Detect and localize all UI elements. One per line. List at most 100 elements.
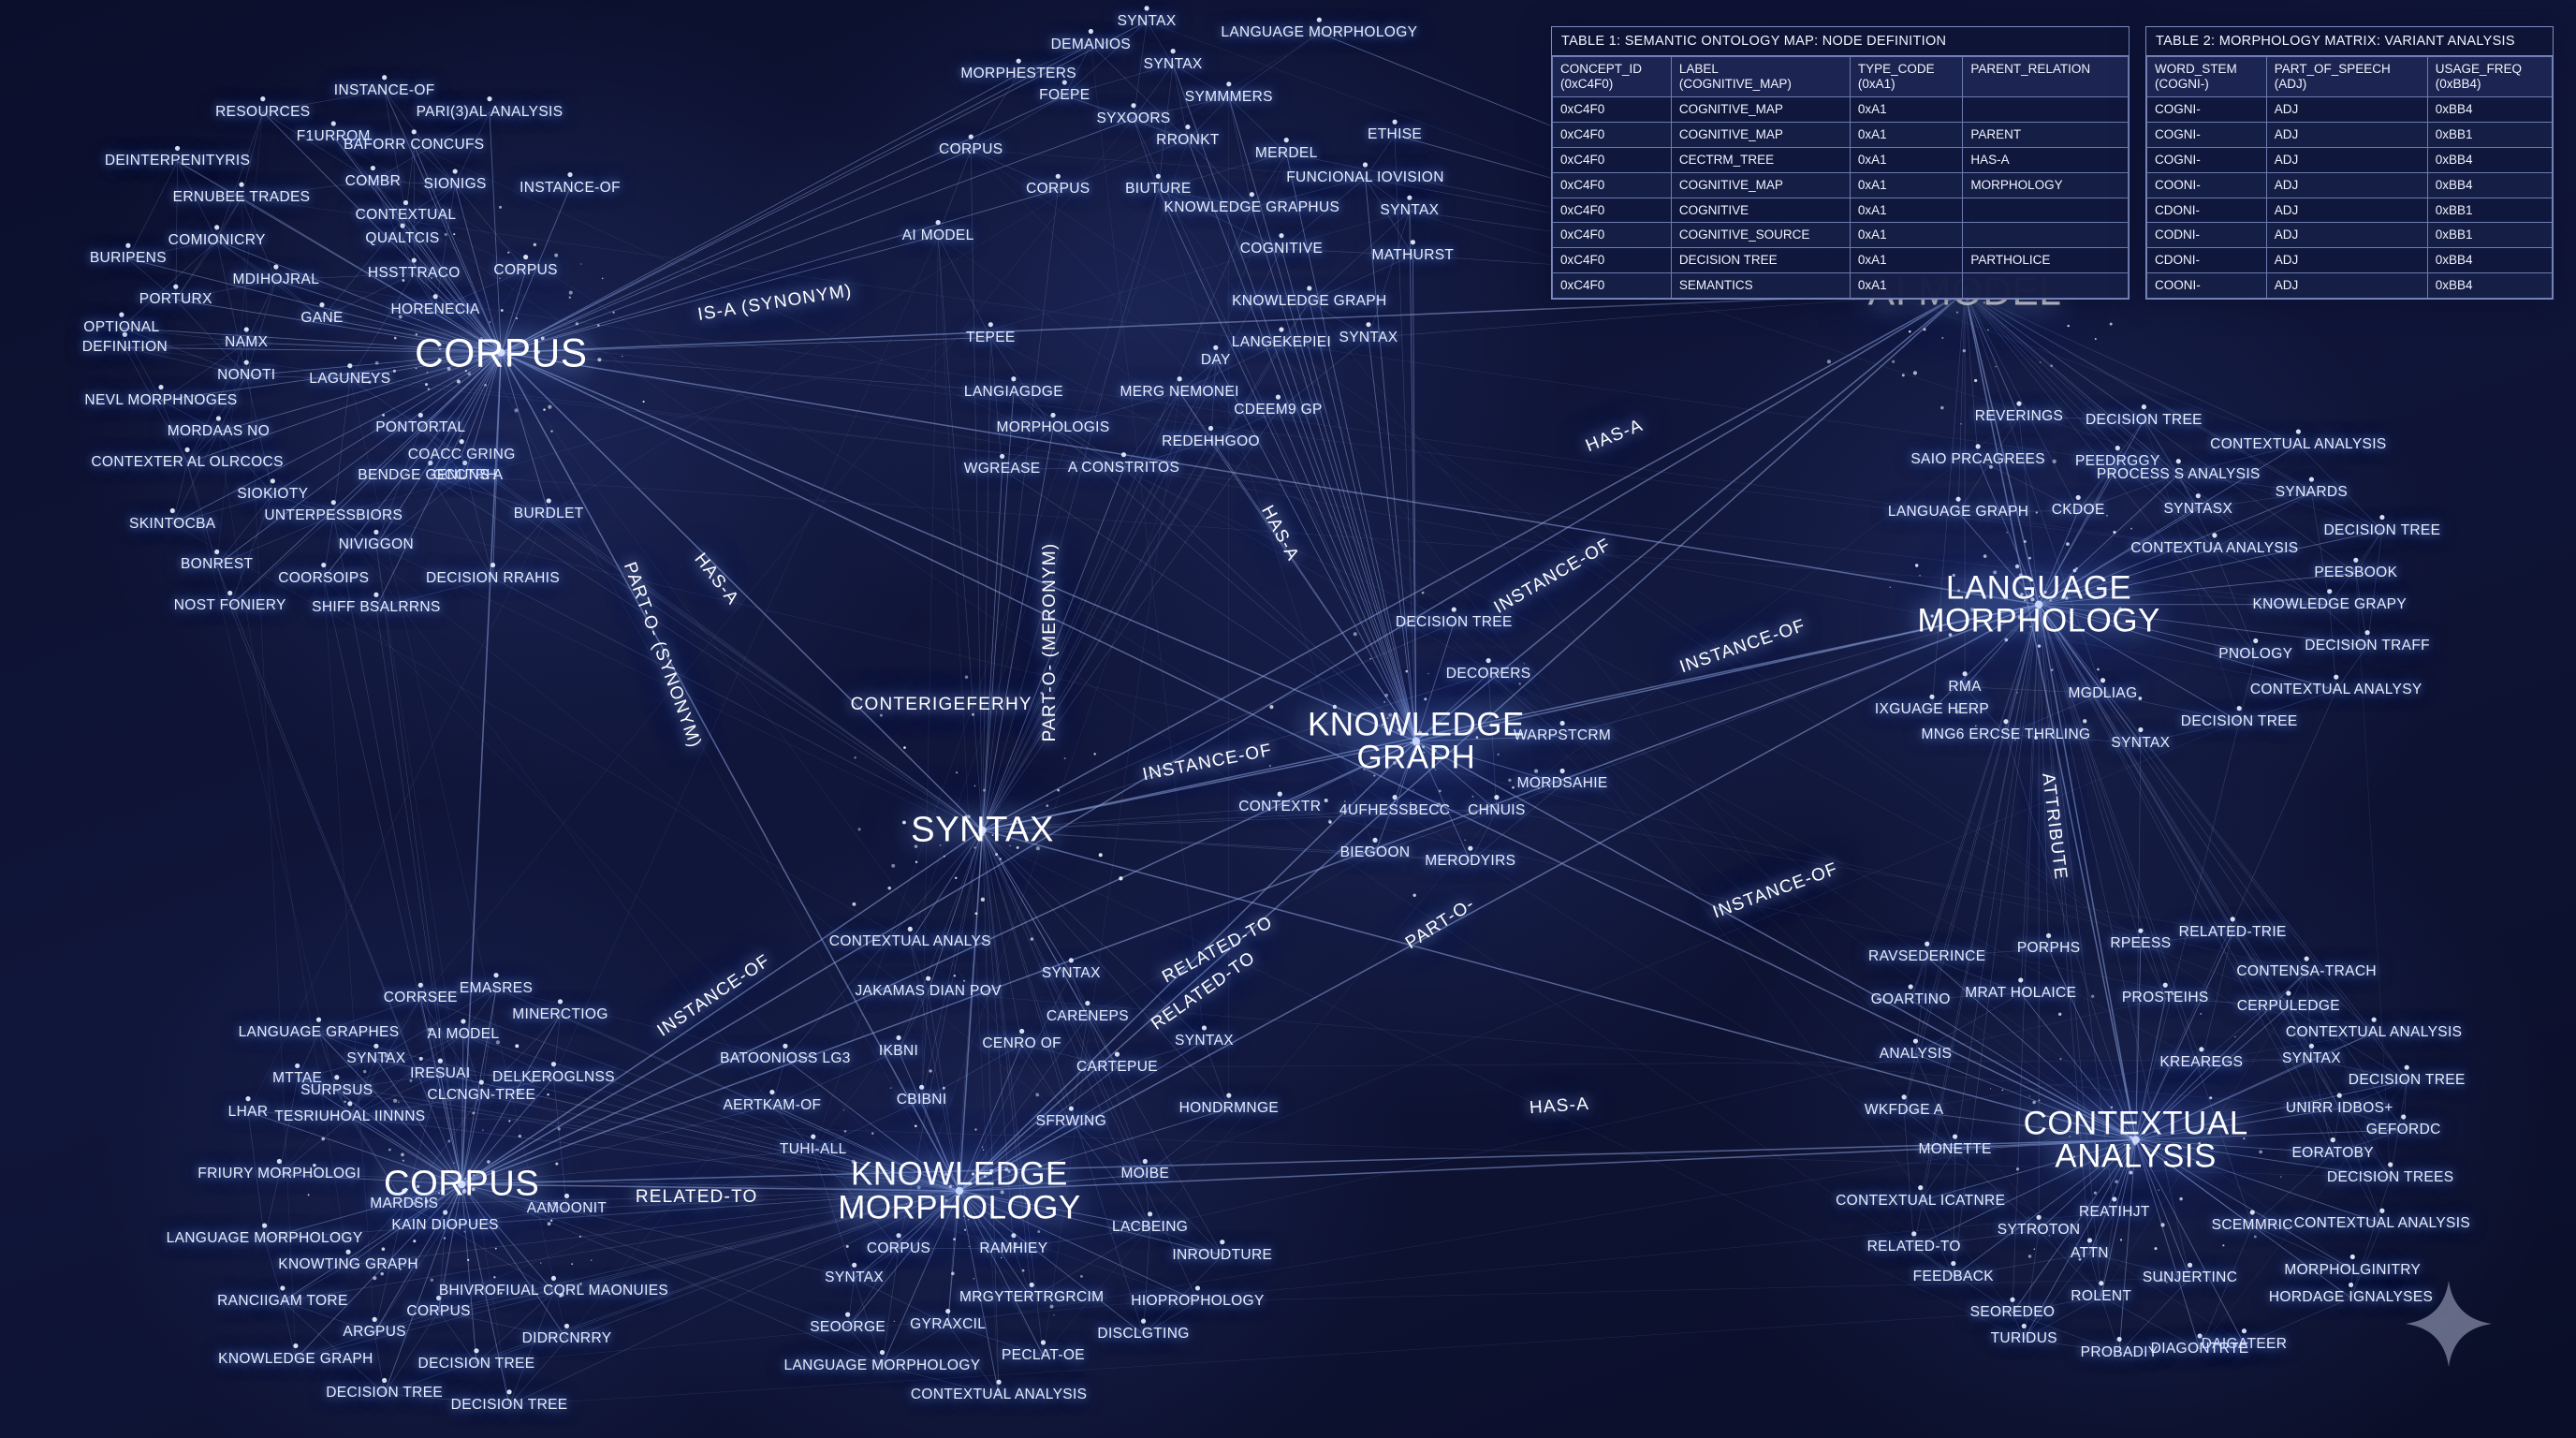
node-label[interactable]: CORPUS xyxy=(406,1302,471,1319)
node-label[interactable]: REVERINGS xyxy=(1974,408,2064,425)
node-label[interactable]: CONTEXTUAL ANALYS xyxy=(828,933,991,950)
node-label[interactable]: CONTEXTR xyxy=(1238,799,1322,815)
node-label[interactable]: SURPSUS xyxy=(300,1081,373,1098)
node-label[interactable]: CONTEXTER AL OLRCOCS xyxy=(91,454,284,471)
node-label[interactable]: GANE xyxy=(300,309,344,326)
node-label[interactable]: SUNJERTINC xyxy=(2142,1269,2238,1286)
node-label[interactable]: PROBADIY xyxy=(2080,1343,2159,1360)
node-label[interactable]: CHNUIS xyxy=(1468,801,1526,818)
node-label[interactable]: LANGUAGE MORPHOLOGY xyxy=(1221,24,1418,41)
node-label[interactable]: JAKAMAS DIAN POV xyxy=(855,983,1002,1000)
node-label[interactable]: SYNARDS xyxy=(2275,484,2349,501)
node-label[interactable]: REATIHJT xyxy=(2078,1203,2150,1220)
node-label[interactable]: GCCTRH xyxy=(432,467,497,484)
node-label[interactable]: BENDGE GENUNS A xyxy=(358,467,504,484)
node-label[interactable]: CONTEXTUAL ANALYSIS xyxy=(2293,1215,2471,1232)
node-label[interactable]: DISCLGTING xyxy=(1097,1326,1190,1343)
node-label[interactable]: RPEESS xyxy=(2110,935,2172,952)
node-label[interactable]: MNG6 ERCSE THRLING xyxy=(1921,726,2091,742)
node-label[interactable]: GYRAXCIL xyxy=(910,1315,987,1332)
node-label[interactable]: PARI(3)AL ANALYSIS xyxy=(416,103,564,120)
node-label[interactable]: DIDRCNRRY xyxy=(521,1330,612,1347)
node-label[interactable]: AAMOONIT xyxy=(526,1200,607,1217)
node-label[interactable]: PROCESS S ANALYSIS xyxy=(2096,465,2261,482)
node-label[interactable]: DAIGATEER xyxy=(2201,1335,2288,1352)
node-label[interactable]: DEINTERPENITYRIS xyxy=(104,153,251,169)
node-label[interactable]: DECISION TREE xyxy=(1395,614,1513,631)
node-label[interactable]: AI MODEL xyxy=(901,227,974,243)
node-label[interactable]: SYTROTON xyxy=(1997,1222,2081,1239)
node-label[interactable]: RELATED-TO xyxy=(1866,1238,1961,1255)
node-label[interactable]: RAVSEDERINCE xyxy=(1868,948,1986,965)
node-label[interactable]: BURDLET xyxy=(513,505,584,521)
node-label[interactable]: PEESBOOK xyxy=(2314,565,2398,581)
node-label[interactable]: DECISION RRAHIS xyxy=(425,569,561,586)
node-label[interactable]: SAIO PRCAGREES xyxy=(1910,450,2045,467)
node-label[interactable]: TURIDUS xyxy=(1990,1330,2057,1347)
node-label[interactable]: FOEPE xyxy=(1039,87,1090,104)
node-label[interactable]: MERG NEMONEI xyxy=(1120,383,1239,400)
node-label[interactable]: SCEMMRIC xyxy=(2211,1217,2293,1234)
node-label[interactable]: COGNITIVE xyxy=(1239,240,1324,257)
node-label[interactable]: SHIFF BSALRRNS xyxy=(312,599,441,616)
node-label[interactable]: BATOONIOSS LG3 xyxy=(720,1050,851,1067)
node-label[interactable]: INROUDTURE xyxy=(1172,1246,1273,1263)
node-label[interactable]: RAMHIEY xyxy=(979,1240,1048,1256)
node-label[interactable]: IRESUAI xyxy=(410,1065,471,1082)
node-label[interactable]: LANGEKEPIEI xyxy=(1231,333,1332,350)
node-label[interactable]: BIEGOON xyxy=(1339,844,1411,861)
node-label[interactable]: FEEDBACK xyxy=(1912,1268,1994,1284)
node-label[interactable]: MORPHOLOGIS xyxy=(996,419,1110,436)
node-label[interactable]: MERDEL xyxy=(1254,144,1318,161)
node-label[interactable]: PECLAT-OE xyxy=(1001,1347,1085,1364)
node-label[interactable]: 4UFHESSBECC xyxy=(1339,801,1451,818)
node-label[interactable]: CARENEPS xyxy=(1046,1007,1129,1024)
node-label[interactable]: SEOORGE xyxy=(810,1319,886,1336)
node-label[interactable]: EORATOBY xyxy=(2291,1144,2374,1161)
node-label[interactable]: TEPEE xyxy=(966,329,1016,345)
node-label[interactable]: DECISION TREE xyxy=(326,1385,444,1401)
hub-node-corpus[interactable]: CORPUS xyxy=(415,330,588,374)
node-label[interactable]: HSSTTRACO xyxy=(367,265,461,282)
node-label[interactable]: CONTENSA-TRACH xyxy=(2236,963,2377,980)
node-label[interactable]: DELKEROGLNSS xyxy=(492,1068,615,1085)
node-label[interactable]: KNOWTING GRAPH xyxy=(278,1256,418,1273)
node-label[interactable]: BHIVROFIUAL CORL MAONUIES xyxy=(438,1283,669,1299)
node-label[interactable]: MORPHOLGINITRY xyxy=(2284,1261,2422,1278)
node-label[interactable]: SYNTAX xyxy=(346,1050,406,1067)
node-label[interactable]: AERTKAM-OF xyxy=(723,1096,822,1113)
node-label[interactable]: RMA xyxy=(1948,678,1982,695)
node-label[interactable]: CORRSEE xyxy=(383,990,458,1006)
node-label[interactable]: RELATED-TRIE xyxy=(2178,923,2287,940)
node-label[interactable]: SIONIGS xyxy=(423,176,487,193)
node-label[interactable]: NONOTI xyxy=(217,367,276,384)
node-label[interactable]: CONTEXTUAL ICATNRE xyxy=(1836,1192,2006,1209)
node-label[interactable]: SYNTAX xyxy=(1175,1032,1234,1049)
node-label[interactable]: FUNCIONAL IOVISION xyxy=(1286,169,1444,186)
node-label[interactable]: BONREST xyxy=(180,556,254,573)
node-label[interactable]: KNOWLEDGE GRAPH xyxy=(1232,292,1387,309)
node-label[interactable]: MORDAAS NO xyxy=(167,422,271,439)
node-label[interactable]: LAGUNEYS xyxy=(309,370,391,387)
node-label[interactable]: F1URROM xyxy=(296,128,371,145)
node-label[interactable]: SYNTAX xyxy=(2281,1050,2341,1067)
node-label[interactable]: ROLENT xyxy=(2071,1287,2132,1304)
node-label[interactable]: SEOREDEO xyxy=(1969,1304,2056,1321)
node-label[interactable]: CENRO OF xyxy=(982,1035,1061,1052)
node-label[interactable]: CERPULEDGE xyxy=(2236,998,2340,1015)
node-label[interactable]: LANGUAGE GRAPH xyxy=(1887,504,2029,521)
node-label[interactable]: PNOLOGY xyxy=(2218,645,2293,662)
node-label[interactable]: WGREASE xyxy=(963,461,1041,477)
node-label[interactable]: MARDSIS xyxy=(370,1196,439,1212)
node-label[interactable]: MRAT HOLAICE xyxy=(1965,984,2077,1001)
node-label[interactable]: SYNTAX xyxy=(1143,55,1203,72)
node-label[interactable]: BURIPENS xyxy=(89,250,167,267)
node-label[interactable]: MDIHOJRAL xyxy=(232,271,320,288)
node-label[interactable]: NOST FONIERY xyxy=(173,597,286,614)
node-label[interactable]: QUALTCIS xyxy=(365,230,440,247)
node-label[interactable]: SYNTAX xyxy=(825,1269,885,1286)
node-label[interactable]: MATHURST xyxy=(1371,246,1455,263)
hub-node-knowledge-graph[interactable]: KNOWLEDGE GRAPH xyxy=(1307,706,1525,776)
node-label[interactable]: HORENECIA xyxy=(390,301,480,317)
node-label[interactable]: SKINTOCBA xyxy=(129,515,216,532)
